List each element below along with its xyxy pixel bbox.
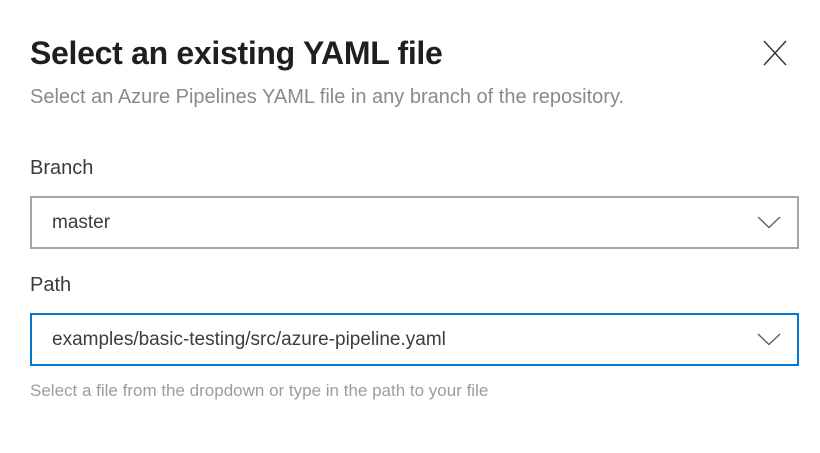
close-button[interactable] [758, 36, 792, 70]
path-combobox[interactable] [30, 313, 799, 366]
path-field-label: Path [30, 274, 72, 296]
dialog-title: Select an existing YAML file [30, 35, 443, 71]
dialog-subtitle: Select an Azure Pipelines YAML file in a… [30, 86, 625, 108]
branch-dropdown[interactable]: master [30, 196, 799, 249]
close-icon [761, 39, 789, 67]
chevron-down-icon [757, 216, 781, 229]
branch-field-label: Branch [30, 157, 94, 179]
path-input[interactable] [52, 328, 745, 351]
chevron-down-icon [757, 333, 781, 346]
branch-dropdown-value: master [52, 211, 111, 233]
path-helper-text: Select a file from the dropdown or type … [30, 381, 489, 400]
